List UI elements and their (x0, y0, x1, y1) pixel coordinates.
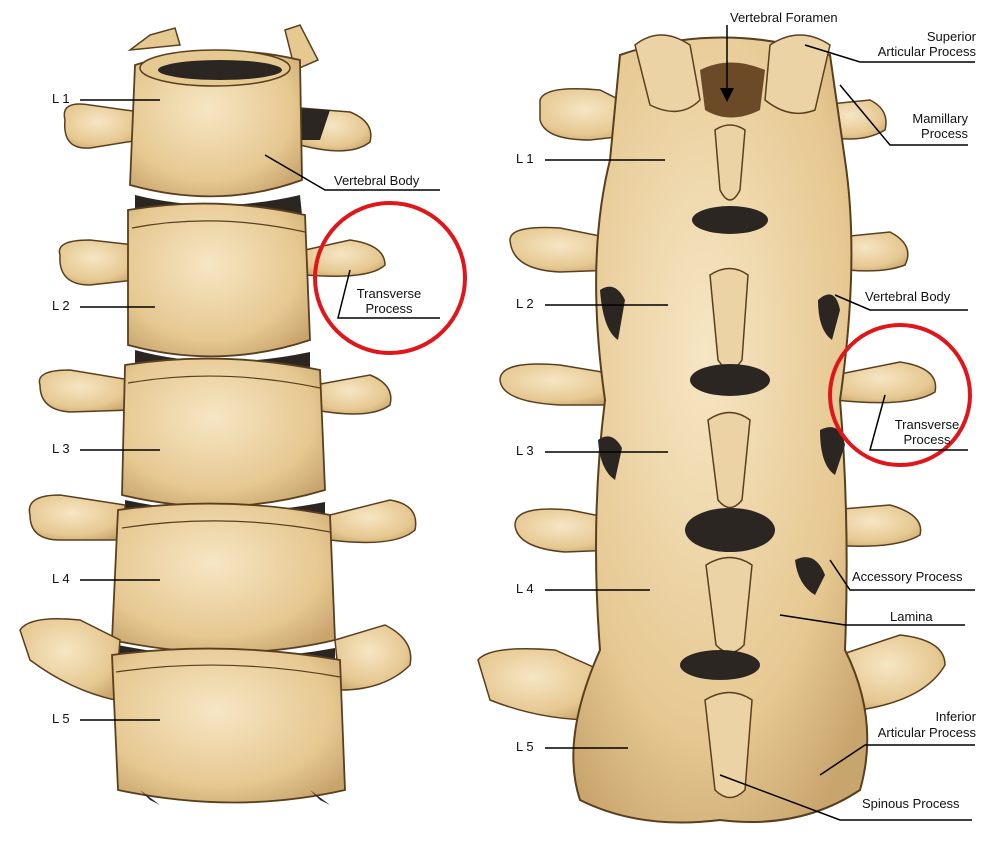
posterior-level-l3: L 3 (516, 443, 534, 458)
anterior-level-l1: L 1 (52, 91, 70, 106)
anterior-vertebra-l5 (19, 618, 412, 805)
lamina-label: Lamina (890, 609, 933, 624)
anterior-transverse-label-line1: Transverse (356, 286, 422, 301)
mamillary-label-line1: Mamillary (912, 111, 968, 126)
posterior-vertebral-body-label: Vertebral Body (865, 289, 951, 304)
anterior-transverse-label-line2: Process (365, 301, 413, 316)
anterior-level-l5: L 5 (52, 711, 70, 726)
anterior-vertebra-l1 (63, 24, 372, 198)
highlight-circle-anterior (313, 201, 467, 355)
anterior-vertebra-l2 (58, 202, 386, 358)
posterior-spine (477, 34, 946, 824)
anterior-vertebra-l4 (28, 494, 417, 654)
inferior-articular-label-line1: Inferior (935, 709, 976, 724)
posterior-level-l4: L 4 (516, 581, 534, 596)
anterior-spine (19, 24, 417, 805)
mamillary-label-line2: Process (921, 126, 968, 141)
anterior-level-l4: L 4 (52, 571, 70, 586)
anterior-leader-lines (80, 99, 440, 721)
foramen-arrowhead (720, 88, 734, 102)
posterior-transverse-label-line1: Transverse (894, 417, 960, 432)
superior-articular-label-line2: Articular Process (877, 44, 976, 59)
spinous-process-label: Spinous Process (862, 796, 960, 811)
superior-articular-label-line1: Superior (926, 29, 976, 44)
anterior-level-l2: L 2 (52, 298, 70, 313)
posterior-leader-lines (545, 25, 975, 821)
anterior-vertebra-l3 (38, 357, 392, 508)
anterior-vertebral-body-label: Vertebral Body (334, 173, 420, 188)
highlight-circle-posterior (828, 323, 972, 467)
anterior-level-l3: L 3 (52, 441, 70, 456)
posterior-transverse-label-line2: Process (903, 432, 951, 447)
vertebral-foramen-label: Vertebral Foramen (730, 10, 838, 25)
posterior-level-l5: L 5 (516, 739, 534, 754)
posterior-level-l2: L 2 (516, 296, 534, 311)
inferior-articular-label-line2: Articular Process (877, 725, 976, 740)
posterior-level-l1: L 1 (516, 151, 534, 166)
accessory-process-label: Accessory Process (852, 569, 963, 584)
